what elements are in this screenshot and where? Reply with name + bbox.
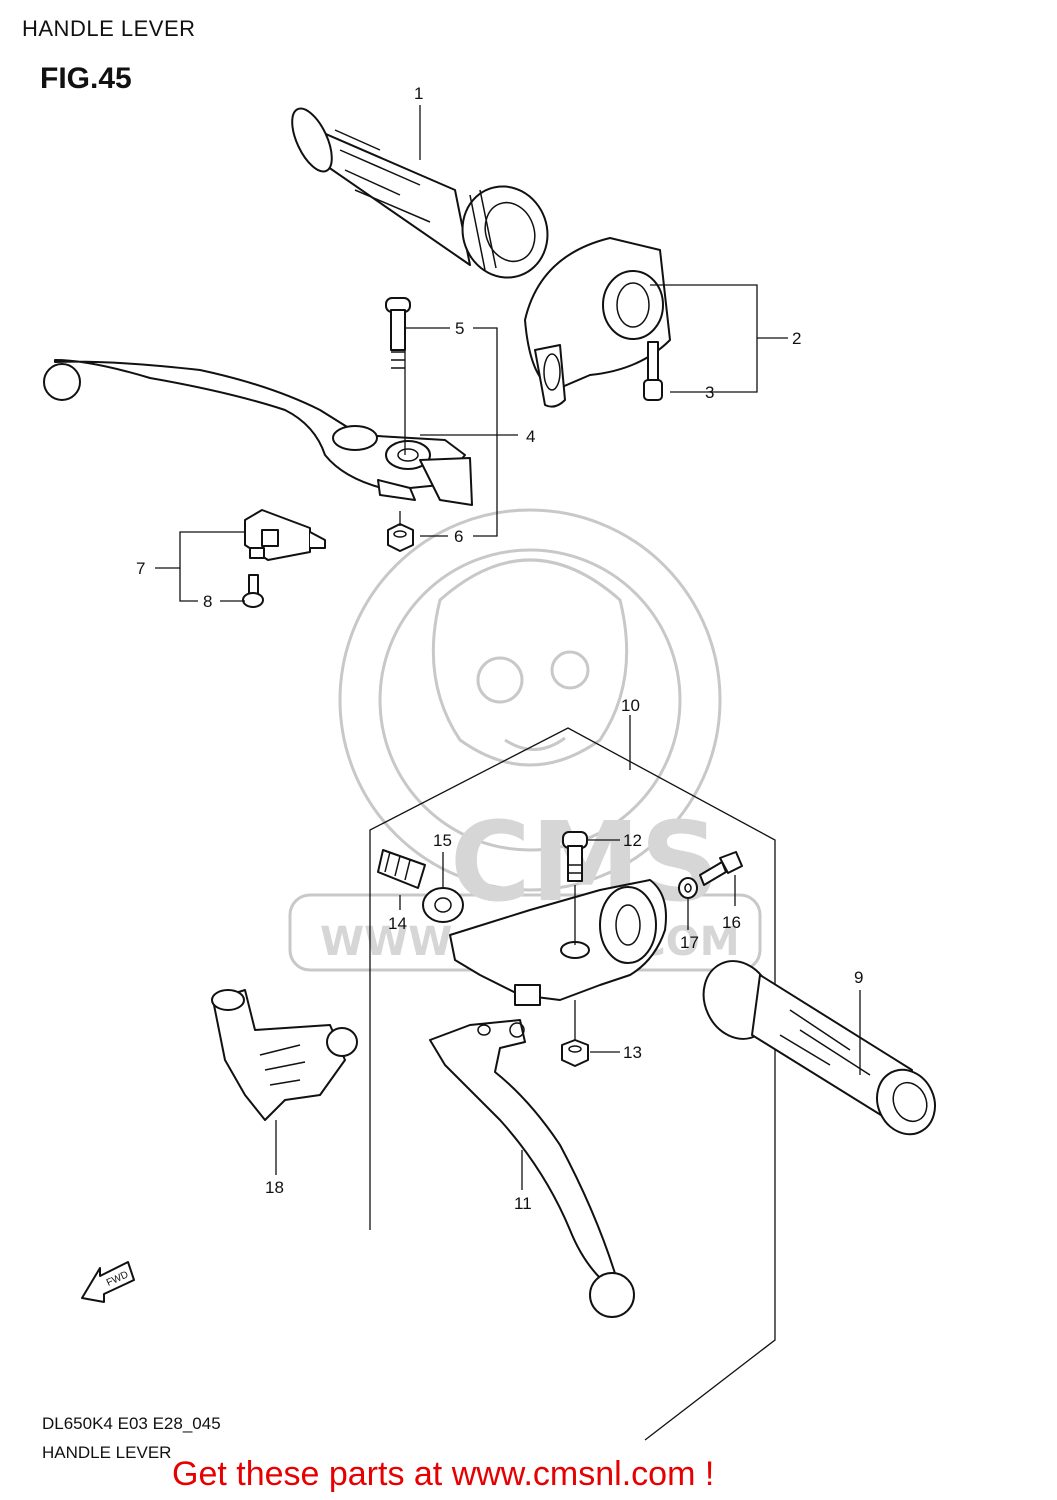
callout-3: 3 xyxy=(705,383,714,402)
model-code: DL650K4 E03 E28_045 xyxy=(42,1414,221,1433)
callout-2: 2 xyxy=(792,329,801,348)
cta-banner[interactable]: Get these parts at www.cmsnl.com ! xyxy=(172,1455,715,1493)
part-7-brake-switch xyxy=(244,509,326,561)
callout-labels: 1 2 3 4 5 6 7 8 9 10 11 12 13 14 15 16 1… xyxy=(136,84,863,1213)
part-1-throttle-grip xyxy=(291,107,549,279)
callout-17: 17 xyxy=(680,933,699,952)
part-14-cable-adjuster xyxy=(377,849,426,889)
part-15-locknut xyxy=(422,887,464,923)
callout-15: 15 xyxy=(433,831,452,850)
callout-5: 5 xyxy=(455,319,464,338)
part-16-screw xyxy=(699,851,743,886)
page-title: HANDLE LEVER xyxy=(22,16,196,41)
part-6-nut xyxy=(387,523,414,552)
callout-9: 9 xyxy=(854,968,863,987)
part-3-bolt xyxy=(643,341,663,401)
part-18-clutch-switch xyxy=(211,989,358,1121)
callout-4: 4 xyxy=(526,427,535,446)
section-name: HANDLE LEVER xyxy=(42,1443,172,1462)
part-12-pivot-bolt xyxy=(562,831,588,882)
figure-label: FIG.45 xyxy=(40,62,132,95)
watermark-logo: CMS WWW.CMSNL.COM xyxy=(288,508,762,972)
callout-7: 7 xyxy=(136,559,145,578)
callout-1: 1 xyxy=(414,84,423,103)
callout-8: 8 xyxy=(203,592,212,611)
callout-16: 16 xyxy=(722,913,741,932)
part-5-pivot-bolt xyxy=(385,297,411,369)
callout-13: 13 xyxy=(623,1043,642,1062)
callout-14: 14 xyxy=(388,914,407,933)
callout-12: 12 xyxy=(623,831,642,850)
part-2-throttle-housing xyxy=(524,237,671,408)
callout-18: 18 xyxy=(265,1178,284,1197)
part-8-screw xyxy=(242,574,264,608)
callout-10: 10 xyxy=(621,696,640,715)
part-10-assembly-frame xyxy=(369,727,776,1441)
clutch-lever-holder xyxy=(449,879,667,1006)
part-4-brake-lever xyxy=(43,359,473,506)
callout-11: 11 xyxy=(514,1194,532,1213)
part-13-nut xyxy=(561,1039,589,1067)
callout-6: 6 xyxy=(454,527,463,546)
part-11-clutch-lever xyxy=(429,1019,635,1318)
fwd-arrow-icon: FWD xyxy=(81,1261,135,1303)
part-17-washer xyxy=(678,877,698,899)
leader-lines xyxy=(155,105,861,1190)
part-9-left-grip xyxy=(702,960,936,1136)
